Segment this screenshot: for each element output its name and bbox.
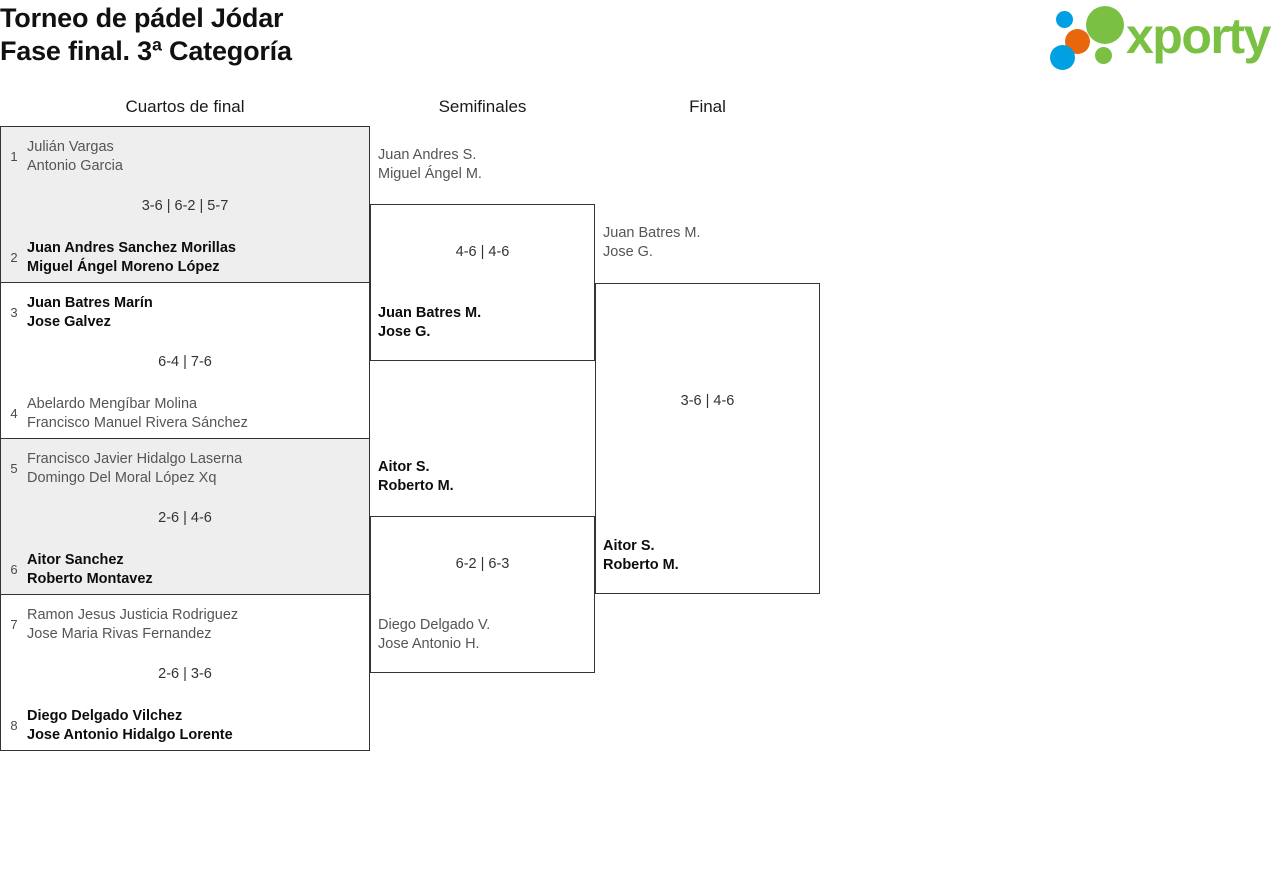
player-name: Juan Batres Marín — [27, 295, 153, 311]
round-header-final: Final — [689, 97, 726, 116]
team-quarterfinal-2-top[interactable]: 3 Juan Batres Marín Jose Galvez — [1, 294, 369, 331]
tournament-stage: Fase final. 3ª Categoría — [0, 36, 292, 66]
seed-number: 6 — [10, 562, 18, 577]
match-score: 4-6 | 4-6 — [455, 244, 510, 260]
player-name: Jose Antonio Hidalgo Lorente — [27, 726, 233, 743]
page-header: Torneo de pádel Jódar Fase final. 3ª Cat… — [0, 0, 1280, 80]
round-header-semifinals: Semifinales — [438, 97, 527, 116]
player-name: Julián Vargas — [27, 139, 114, 155]
player-name: Aitor S. — [603, 538, 655, 554]
team-names: Diego Delgado V. Jose Antonio H. — [371, 616, 490, 653]
match-score: 3-6 | 4-6 — [680, 393, 735, 409]
team-final-bottom[interactable]: Aitor S. Roberto M. — [596, 537, 819, 574]
player-name: Miguel Ángel Moreno López — [27, 258, 220, 275]
player-name: Aitor Sanchez — [27, 552, 124, 568]
player-name: Aitor S. — [378, 459, 430, 475]
seed-number: 8 — [10, 718, 18, 733]
player-name: Miguel Ángel M. — [378, 165, 482, 182]
player-name: Roberto M. — [378, 477, 454, 494]
team-names: Diego Delgado Vilchez Jose Antonio Hidal… — [27, 707, 233, 744]
player-name: Francisco Manuel Rivera Sánchez — [27, 414, 248, 431]
match-score: 6-2 | 6-3 — [455, 556, 510, 572]
player-name: Ramon Jesus Justicia Rodriguez — [27, 607, 239, 623]
team-names: Juan Batres M. Jose G. — [596, 224, 701, 261]
match-quarterfinal-2[interactable]: 3 Juan Batres Marín Jose Galvez 6-4 | 7-… — [0, 282, 370, 439]
team-semifinal-2-bottom[interactable]: Diego Delgado V. Jose Antonio H. — [371, 616, 594, 653]
player-name: Abelardo Mengíbar Molina — [27, 396, 198, 412]
team-names: Juan Andres S. Miguel Ángel M. — [371, 146, 482, 183]
match-final[interactable]: Juan Batres M. Jose G. 3-6 | 4-6 Aitor S… — [595, 225, 820, 594]
team-names: Juan Batres Marín Jose Galvez — [27, 294, 153, 331]
team-quarterfinal-3-top[interactable]: 5 Francisco Javier Hidalgo Laserna Domin… — [1, 450, 369, 487]
player-name: Juan Batres M. — [378, 305, 482, 321]
seed-number: 3 — [10, 305, 18, 320]
team-quarterfinal-1-bottom[interactable]: 2 Juan Andres Sanchez Morillas Miguel Án… — [1, 239, 369, 276]
match-score: 2-6 | 3-6 — [158, 666, 212, 682]
team-names: Aitor S. Roberto M. — [371, 458, 454, 495]
player-name: Juan Batres M. — [603, 225, 701, 241]
team-quarterfinal-4-top[interactable]: 7 Ramon Jesus Justicia Rodriguez Jose Ma… — [1, 606, 369, 643]
match-score: 2-6 | 4-6 — [158, 510, 212, 526]
player-name: Juan Andres Sanchez Morillas — [27, 240, 236, 256]
team-names: Aitor S. Roberto M. — [596, 537, 679, 574]
team-semifinal-1-top[interactable]: Juan Andres S. Miguel Ángel M. — [371, 146, 594, 183]
match-semifinal-1[interactable]: Juan Andres S. Miguel Ángel M. 4-6 | 4-6… — [370, 147, 595, 361]
logo-wordmark: xporty — [1126, 8, 1271, 64]
logo-dot-green-small-icon — [1095, 47, 1112, 64]
team-quarterfinal-4-bottom[interactable]: 8 Diego Delgado Vilchez Jose Antonio Hid… — [1, 707, 369, 744]
logo-dot-blue-bottom-icon — [1050, 45, 1075, 70]
team-names: Juan Batres M. Jose G. — [371, 304, 481, 341]
team-semifinal-1-bottom[interactable]: Juan Batres M. Jose G. — [371, 304, 594, 341]
team-names: Juan Andres Sanchez Morillas Miguel Ánge… — [27, 239, 236, 276]
seed-number: 7 — [10, 617, 18, 632]
team-names: Ramon Jesus Justicia Rodriguez Jose Mari… — [27, 606, 238, 643]
round-header-quarterfinals: Cuartos de final — [125, 97, 245, 116]
player-name: Jose Maria Rivas Fernandez — [27, 625, 212, 642]
player-name: Francisco Javier Hidalgo Laserna — [27, 451, 243, 467]
player-name: Roberto Montavez — [27, 570, 153, 587]
match-score: 6-4 | 7-6 — [158, 354, 212, 370]
team-names: Francisco Javier Hidalgo Laserna Domingo… — [27, 450, 242, 487]
player-name: Juan Andres S. — [378, 147, 477, 163]
match-score: 3-6 | 6-2 | 5-7 — [141, 198, 229, 214]
seed-number: 4 — [10, 406, 18, 421]
team-quarterfinal-3-bottom[interactable]: 6 Aitor Sanchez Roberto Montavez — [1, 551, 369, 588]
seed-number: 1 — [10, 149, 18, 164]
player-name: Jose Antonio H. — [378, 635, 480, 652]
match-quarterfinal-4[interactable]: 7 Ramon Jesus Justicia Rodriguez Jose Ma… — [0, 594, 370, 751]
match-quarterfinal-1[interactable]: 1 Julián Vargas Antonio Garcia 3-6 | 6-2… — [0, 126, 370, 283]
player-name: Jose Galvez — [27, 313, 111, 330]
player-name: Antonio Garcia — [27, 157, 123, 174]
player-name: Jose G. — [378, 323, 431, 340]
team-names: Aitor Sanchez Roberto Montavez — [27, 551, 153, 588]
player-name: Roberto M. — [603, 556, 679, 573]
player-name: Diego Delgado Vilchez — [27, 708, 183, 724]
logo-dot-blue-top-icon — [1056, 11, 1073, 28]
xporty-logo[interactable]: xporty — [1048, 5, 1274, 70]
player-name: Jose G. — [603, 243, 653, 260]
seed-number: 5 — [10, 461, 18, 476]
team-quarterfinal-2-bottom[interactable]: 4 Abelardo Mengíbar Molina Francisco Man… — [1, 395, 369, 432]
match-semifinal-2[interactable]: Aitor S. Roberto M. 6-2 | 6-3 Diego Delg… — [370, 459, 595, 673]
team-final-top[interactable]: Juan Batres M. Jose G. — [596, 224, 819, 261]
team-semifinal-2-top[interactable]: Aitor S. Roberto M. — [371, 458, 594, 495]
seed-number: 2 — [10, 250, 18, 265]
team-quarterfinal-1-top[interactable]: 1 Julián Vargas Antonio Garcia — [1, 138, 369, 175]
page-title: Torneo de pádel Jódar Fase final. 3ª Cat… — [0, 2, 292, 68]
match-quarterfinal-3[interactable]: 5 Francisco Javier Hidalgo Laserna Domin… — [0, 438, 370, 595]
logo-dot-green-large-icon — [1086, 6, 1124, 44]
player-name: Diego Delgado V. — [378, 617, 491, 633]
team-names: Julián Vargas Antonio Garcia — [27, 138, 123, 175]
tournament-name: Torneo de pádel Jódar — [0, 3, 284, 33]
player-name: Domingo Del Moral López Xq — [27, 469, 217, 486]
team-names: Abelardo Mengíbar Molina Francisco Manue… — [27, 395, 248, 432]
